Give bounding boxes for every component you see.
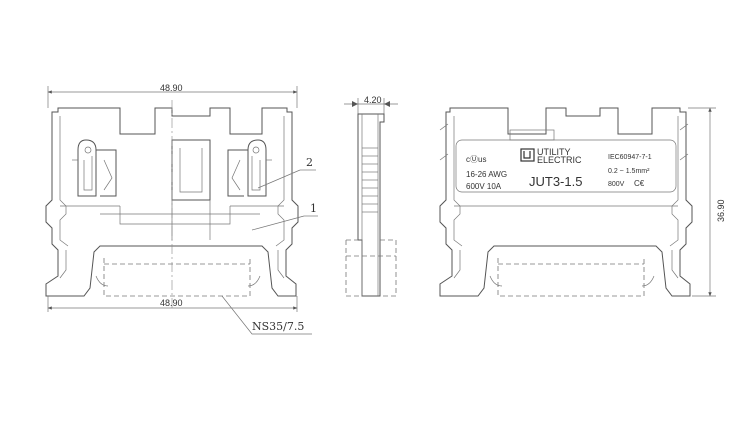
height-dimension: 36.90 bbox=[716, 199, 726, 222]
side-rail-right bbox=[380, 239, 397, 297]
front-body-outline bbox=[45, 107, 299, 297]
cross-section: 0.2 ~ 1.5mm² bbox=[608, 168, 650, 175]
model-number: JUT3-1.5 bbox=[529, 174, 582, 189]
front-bridge-slot bbox=[171, 139, 211, 201]
marking-label-plate bbox=[455, 139, 677, 193]
cert-mark: cⓊus bbox=[466, 155, 486, 164]
side-grip-ridges bbox=[362, 147, 378, 213]
brand-line-1: UTILITY bbox=[537, 147, 571, 157]
callout-2: 2 bbox=[306, 156, 313, 169]
callout-2-leader bbox=[257, 169, 301, 189]
rail-callout: NS35/7.5 bbox=[252, 320, 304, 333]
iec-standard: IEC60947-7-1 bbox=[608, 154, 652, 161]
rating-iec: 800V bbox=[608, 181, 625, 188]
front-inner-right bbox=[275, 116, 285, 247]
front-bottom-dimension: 48.90 bbox=[160, 298, 183, 308]
rail-callout-leader bbox=[221, 295, 312, 335]
label-view: UTILITY ELECTRIC cⓊus 16-26 AWG 600V 10A… bbox=[439, 107, 726, 297]
spring-clamp-right bbox=[227, 139, 272, 197]
front-view: 48.90 bbox=[45, 83, 318, 335]
ce-mark: C€ bbox=[634, 179, 645, 188]
callout-1-leader bbox=[251, 215, 305, 231]
wire-range: 16-26 AWG bbox=[466, 170, 507, 179]
front-bridge-inner bbox=[179, 148, 203, 193]
callout-1: 1 bbox=[310, 202, 317, 215]
side-body-outline bbox=[357, 113, 385, 297]
side-view: 4.20 bbox=[344, 95, 398, 297]
side-rail-left bbox=[345, 240, 362, 297]
label-tab bbox=[509, 129, 555, 141]
din-rail-outline bbox=[103, 258, 251, 297]
brand-logo bbox=[520, 148, 535, 162]
front-inner-left bbox=[59, 116, 69, 247]
front-top-dimension: 48.90 bbox=[160, 83, 183, 93]
side-width-dimension: 4.20 bbox=[364, 95, 382, 105]
label-view-rail bbox=[497, 258, 645, 297]
rating-us: 600V 10A bbox=[466, 182, 502, 191]
label-body-outline bbox=[439, 107, 693, 297]
brand-line-2: ELECTRIC bbox=[537, 155, 582, 165]
spring-clamp-left bbox=[72, 139, 117, 197]
